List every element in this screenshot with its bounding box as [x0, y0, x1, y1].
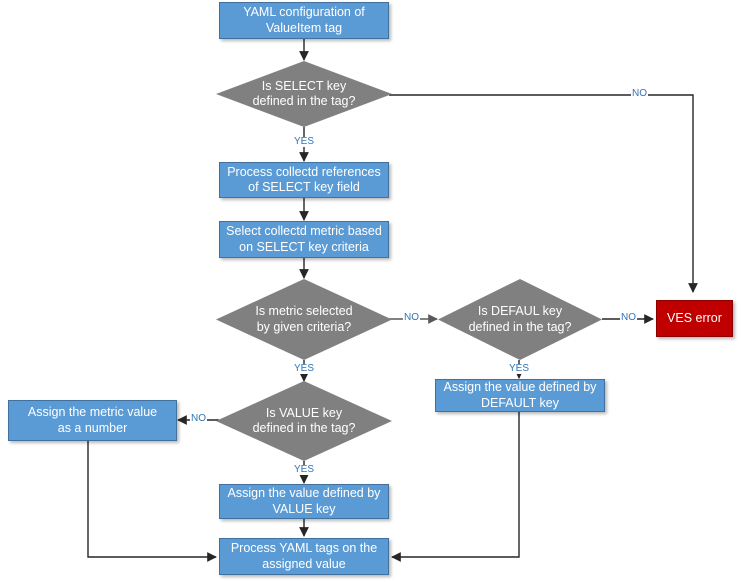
edge-number-to-process — [87, 441, 217, 562]
node-process-yaml-tags[interactable]: Process YAML tags on the assigned value — [219, 538, 389, 575]
node-process-yaml-tags-label: Process YAML tags on the assigned value — [230, 541, 378, 571]
node-start[interactable]: YAML configuration of ValueItem tag — [219, 2, 389, 39]
edge-label-metric-yes: YES — [293, 363, 316, 374]
node-value-key-decision-label: Is VALUE key defined in the tag? — [252, 405, 356, 435]
node-assign-value-label: Assign the value defined by VALUE key — [227, 486, 381, 516]
edge-select-no — [389, 94, 698, 293]
node-select-metric[interactable]: Select collectd metric based on SELECT k… — [219, 221, 389, 258]
edge-label-select-yes: YES — [293, 136, 316, 147]
node-value-key-decision[interactable]: Is VALUE key defined in the tag? — [216, 381, 392, 461]
edge-label-value-yes: YES — [293, 464, 316, 475]
edge-default-to-process — [391, 412, 520, 562]
node-assign-default-label: Assign the value defined by DEFAULT key — [443, 380, 597, 410]
node-assign-metric-number[interactable]: Assign the metric value as a number — [8, 400, 177, 441]
node-assign-default[interactable]: Assign the value defined by DEFAULT key — [435, 379, 605, 412]
node-assign-value[interactable]: Assign the value defined by VALUE key — [219, 484, 389, 519]
node-select-metric-label: Select collectd metric based on SELECT k… — [226, 224, 382, 254]
node-select-key-decision-label: Is SELECT key defined in the tag? — [252, 78, 356, 108]
node-metric-selected-decision-label: Is metric selected by given criteria? — [255, 304, 353, 334]
node-process-references-label: Process collectd references of SELECT ke… — [227, 164, 381, 194]
node-ves-error[interactable]: VES error — [656, 300, 733, 337]
edge-label-defaul-no: NO — [620, 312, 637, 323]
node-start-label: YAML configuration of ValueItem tag — [243, 5, 365, 35]
edge-label-value-no: NO — [190, 413, 207, 424]
edge-label-select-no: NO — [631, 88, 648, 99]
edge-label-defaul-yes: YES — [508, 363, 531, 374]
node-defaul-key-decision-label: Is DEFAUL key defined in the tag? — [468, 304, 572, 334]
node-ves-error-label: VES error — [667, 310, 722, 325]
node-process-references[interactable]: Process collectd references of SELECT ke… — [219, 162, 389, 198]
node-select-key-decision[interactable]: Is SELECT key defined in the tag? — [216, 61, 392, 127]
node-metric-selected-decision[interactable]: Is metric selected by given criteria? — [216, 279, 392, 360]
node-assign-metric-number-label: Assign the metric value as a number — [27, 405, 158, 435]
edge-label-metric-no: NO — [403, 312, 420, 323]
node-defaul-key-decision[interactable]: Is DEFAUL key defined in the tag? — [438, 279, 602, 360]
